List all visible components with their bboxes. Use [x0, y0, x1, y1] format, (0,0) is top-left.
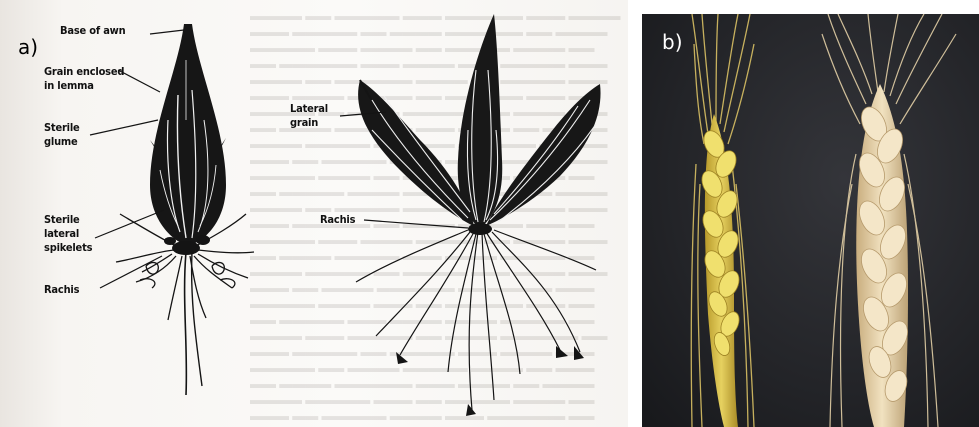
label-lateral-grain-line2: grain [290, 117, 318, 129]
label-grain-enclosed: Grain enclosed [44, 66, 124, 78]
label-sterile-glume-line1: Sterile [44, 122, 80, 134]
panel-a-line-drawing: ▬▬▬▬ ▬▬ ▬▬▬▬▬ ▬▬▬ ▬▬▬▬▬▬ ▬▬▬ ▬▬▬▬▬▬▬ ▬▬▬… [0, 0, 628, 427]
barley-spikes-photo [642, 14, 979, 427]
panel-b-tag: b) [662, 30, 683, 54]
panel-b-photo: b) [642, 14, 979, 427]
label-rachis-left: Rachis [44, 284, 79, 296]
cream-spike [822, 14, 956, 427]
panel-a-tag: a) [18, 35, 38, 59]
label-lateral-grain-line1: Lateral [290, 103, 328, 115]
label-sterile-lateral-line1: Sterile [44, 214, 80, 226]
label-sterile-glume-line2: glume [44, 136, 78, 148]
three-spikelet-drawing [356, 14, 601, 416]
label-base-of-awn: Base of awn [60, 25, 125, 37]
yellow-spike [691, 14, 754, 427]
label-sterile-lateral-line3: spikelets [44, 242, 92, 254]
label-rachis-right: Rachis [320, 214, 355, 226]
label-in-lemma: in lemma [44, 80, 94, 92]
label-sterile-lateral-line2: lateral [44, 228, 79, 240]
